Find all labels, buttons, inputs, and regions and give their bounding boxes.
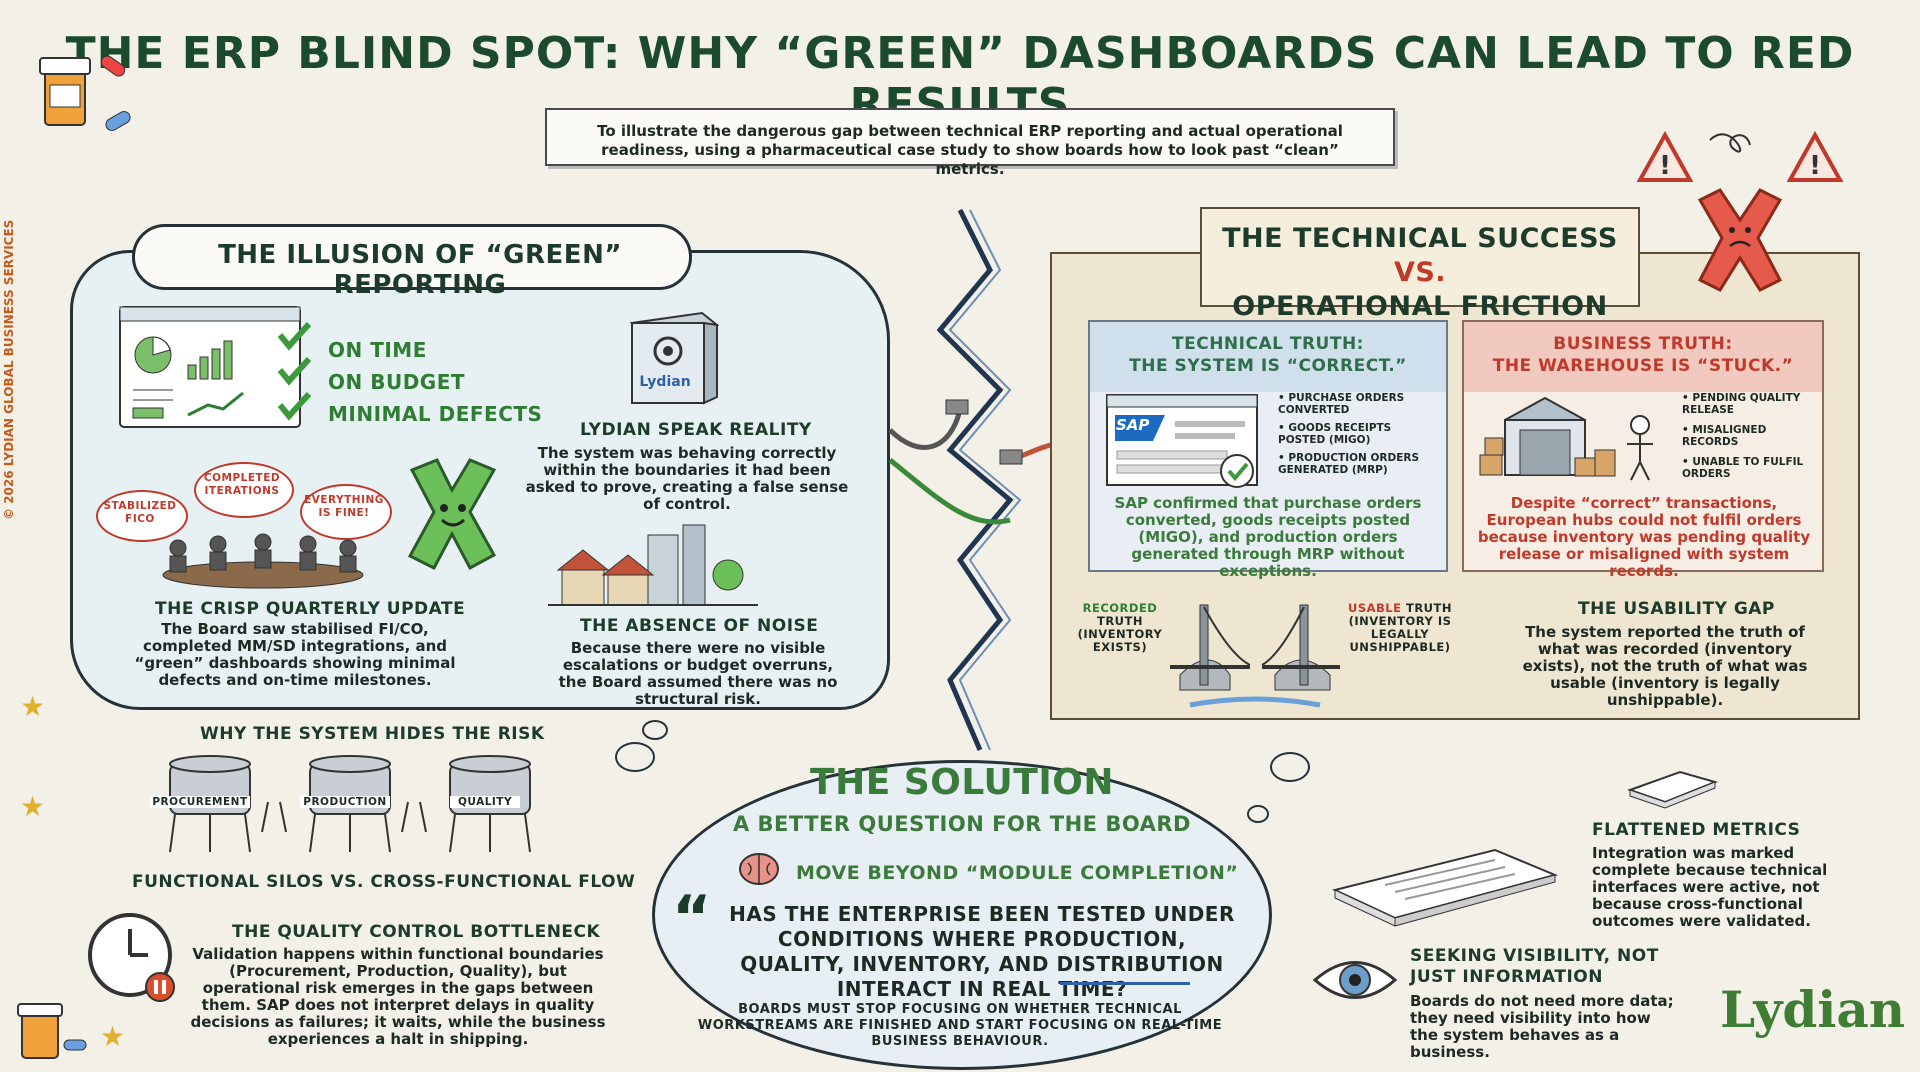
visibility-body: Boards do not need more data; they need … [1410, 992, 1674, 1061]
technical-truth-header [1090, 322, 1446, 392]
star-icon: ★ [100, 1020, 126, 1053]
bullet-item: • PURCHASE ORDERS CONVERTED [1278, 392, 1405, 416]
server-label: Lydian [639, 374, 691, 390]
sap-logo: SAP [1116, 416, 1150, 434]
technical-heading-a: THE TECHNICAL SUCCESS [1222, 223, 1618, 254]
checklist-item: MINIMAL DEFECTS [328, 402, 543, 426]
copyright-text: © 2026 LYDIAN GLOBAL BUSINESS SERVICES [2, 219, 16, 520]
eye-icon [1312, 961, 1398, 999]
star-icon: ★ [20, 690, 46, 723]
star-icon: ★ [20, 790, 46, 823]
solution-footer: BOARDS MUST STOP FOCUSING ON WHETHER TEC… [697, 1002, 1223, 1049]
dashboard-icon [119, 306, 301, 428]
technical-truth-title-1: TECHNICAL TRUTH: [1172, 334, 1364, 354]
thought-bubble [642, 720, 668, 740]
warehouse-icon [1479, 396, 1653, 481]
thought-bubble [1270, 752, 1310, 782]
usability-gap-title: THE USABILITY GAP [1578, 599, 1775, 619]
svg-text:!: ! [1659, 151, 1671, 181]
checklist: ON TIME ON BUDGET MINIMAL DEFECTS [328, 334, 542, 430]
recorded-truth-label: RECORDED TRUTH (INVENTORY EXISTS) [1077, 601, 1163, 654]
broken-bridge-icon [1170, 604, 1340, 708]
bullet-item: • GOODS RECEIPTS POSTED (MIGO) [1278, 422, 1392, 446]
svg-text:!: ! [1809, 151, 1821, 181]
paper-stack-icon [1626, 770, 1719, 809]
brain-icon [739, 853, 779, 885]
illusion-title-cloud [132, 224, 692, 290]
technical-truth-box [1088, 320, 1448, 572]
happy-x-icon [407, 458, 497, 571]
board-meeting-icon [162, 533, 364, 589]
illusion-heading: THE ILLUSION OF “GREEN” REPORTING [218, 240, 622, 300]
solution-subtitle: A BETTER QUESTION FOR THE BOARD [732, 812, 1191, 836]
server-icon [629, 311, 720, 405]
silos-caption: FUNCTIONAL SILOS VS. CROSS-FUNCTIONAL FL… [132, 872, 636, 892]
technical-title-card [1200, 207, 1640, 307]
board-question: HAS THE ENTERPRISE BEEN TESTED UNDER CON… [729, 902, 1235, 1001]
flattened-metrics-body: Integration was marked complete because … [1592, 844, 1828, 930]
solution-panel [652, 760, 1272, 1070]
visibility-title: SEEKING VISIBILITY, NOT JUST INFORMATION [1410, 946, 1659, 987]
technical-truth-title-2: THE SYSTEM IS “CORRECT.” [1129, 356, 1407, 376]
absence-noise-title: THE ABSENCE OF NOISE [580, 616, 819, 636]
solution-title: THE SOLUTION [810, 762, 1114, 803]
intro-banner: To illustrate the dangerous gap between … [545, 108, 1395, 178]
technical-truth-title: TECHNICAL TRUTH: THE SYSTEM IS “CORRECT.… [1092, 333, 1444, 377]
bullet-item: • PENDING QUALITY RELEASE [1682, 392, 1801, 416]
page-title: THE ERP BLIND SPOT: WHY “GREEN” DASHBOAR… [65, 28, 1855, 130]
underline-mark [1060, 982, 1190, 985]
technical-truth-body: SAP confirmed that purchase orders conve… [1114, 494, 1422, 580]
sap-window-icon [1106, 394, 1258, 488]
lydian-reality-title: LYDIAN SPEAK REALITY [580, 420, 812, 440]
crisp-update-title: THE CRISP QUARTERLY UPDATE [155, 599, 466, 619]
thought-bubble [1247, 805, 1269, 823]
speech-bubble [96, 490, 188, 542]
qc-bottleneck-title: THE QUALITY CONTROL BOTTLENECK [232, 922, 601, 942]
bullet-item: • PRODUCTION ORDERS GENERATED (MRP) [1278, 452, 1420, 476]
checkmark-icons [277, 321, 312, 421]
absence-noise-body: Because there were no visible escalation… [558, 639, 838, 708]
bullet-item: • MISALIGNED RECORDS [1682, 424, 1767, 448]
technical-heading-vs: VS. [1393, 257, 1447, 288]
lydian-reality-body: The system was behaving correctly within… [525, 444, 849, 513]
speech-text: EVERYTHING IS FINE! [304, 494, 384, 519]
silo-label: PRODUCTION [300, 796, 390, 808]
business-truth-header [1464, 322, 1822, 392]
crack-divider-icon [888, 208, 1076, 751]
business-truth-title-1: BUSINESS TRUTH: [1553, 334, 1733, 354]
business-truth-title-2: THE WAREHOUSE IS “STUCK.” [1492, 356, 1794, 376]
move-beyond-text: MOVE BEYOND “MODULE COMPLETION” [796, 862, 1239, 884]
pill-bottle-icon [17, 1003, 87, 1059]
usable-truth-label: USABLE TRUTH (INVENTORY IS LEGALLY UNSHI… [1347, 601, 1452, 654]
checklist-item: ON TIME [328, 338, 427, 362]
silo-label: QUALITY [450, 796, 520, 808]
speech-text: COMPLETED ITERATIONS [203, 472, 281, 497]
flattened-metrics-title: FLATTENED METRICS [1592, 820, 1801, 840]
speech-text: STABILIZED FICO [103, 500, 177, 525]
hides-risk-title: WHY THE SYSTEM HIDES THE RISK [200, 724, 545, 744]
technical-bullets: • PURCHASE ORDERS CONVERTED • GOODS RECE… [1278, 392, 1438, 476]
town-icon [548, 524, 758, 606]
lydian-logo: Lydian [1720, 980, 1906, 1039]
pill-bottle-icon [39, 55, 131, 131]
speech-bubble [194, 462, 294, 518]
usability-gap-body: The system reported the truth of what wa… [1522, 623, 1808, 709]
business-truth-body: Despite “correct” transactions, European… [1477, 494, 1811, 580]
qc-bottleneck-body: Validation happens within functional bou… [190, 945, 606, 1048]
clock-icon [88, 913, 175, 1002]
speech-bubble [300, 484, 392, 540]
technical-heading-b: OPERATIONAL FRICTION [1232, 291, 1608, 322]
crisp-update-body: The Board saw stabilised FI/CO, complete… [134, 620, 456, 689]
technical-heading: THE TECHNICAL SUCCESS VS. OPERATIONAL FR… [1205, 222, 1635, 324]
thought-bubble [615, 742, 655, 772]
checklist-item: ON BUDGET [328, 370, 466, 394]
silo-label: PROCUREMENT [150, 796, 250, 808]
bullet-item: • UNABLE TO FULFIL ORDERS [1682, 456, 1804, 480]
flattened-documents-icon [1332, 848, 1559, 927]
business-bullets: • PENDING QUALITY RELEASE • MISALIGNED R… [1682, 392, 1822, 480]
business-truth-title: BUSINESS TRUTH: THE WAREHOUSE IS “STUCK.… [1466, 333, 1820, 377]
quote-icon: “ [672, 883, 712, 953]
warning-x-icon: ! ! [1636, 130, 1844, 292]
